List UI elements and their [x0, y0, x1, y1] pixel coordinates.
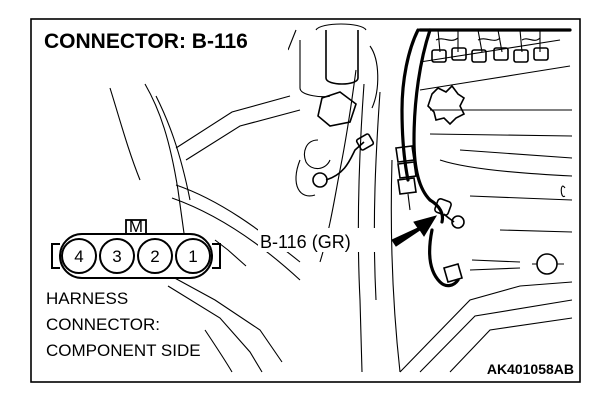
connector-marker: M — [129, 217, 143, 236]
harness-note-line: COMPONENT SIDE — [46, 341, 201, 360]
pin-number: 1 — [188, 247, 197, 266]
harness-note-line: HARNESS — [46, 289, 128, 308]
callout-arrow — [391, 215, 438, 247]
engine-bay-drawing — [109, 23, 573, 373]
connector-pin-1 — [175, 238, 211, 274]
connector-face: M 4 3 2 1 — [51, 217, 221, 279]
diagram-title: CONNECTOR: B-116 — [44, 30, 248, 53]
connector-pin-2 — [137, 238, 173, 274]
pin-number: 3 — [112, 247, 121, 266]
harness-note-line: CONNECTOR: — [46, 315, 160, 334]
callout-label: B-116 (GR) — [260, 232, 351, 252]
connector-pin-4 — [61, 238, 97, 274]
pin-number: 2 — [150, 247, 159, 266]
connector-pin-3 — [99, 238, 135, 274]
pin-number: 4 — [74, 247, 83, 266]
figure-code: AK401058AB — [487, 361, 574, 377]
